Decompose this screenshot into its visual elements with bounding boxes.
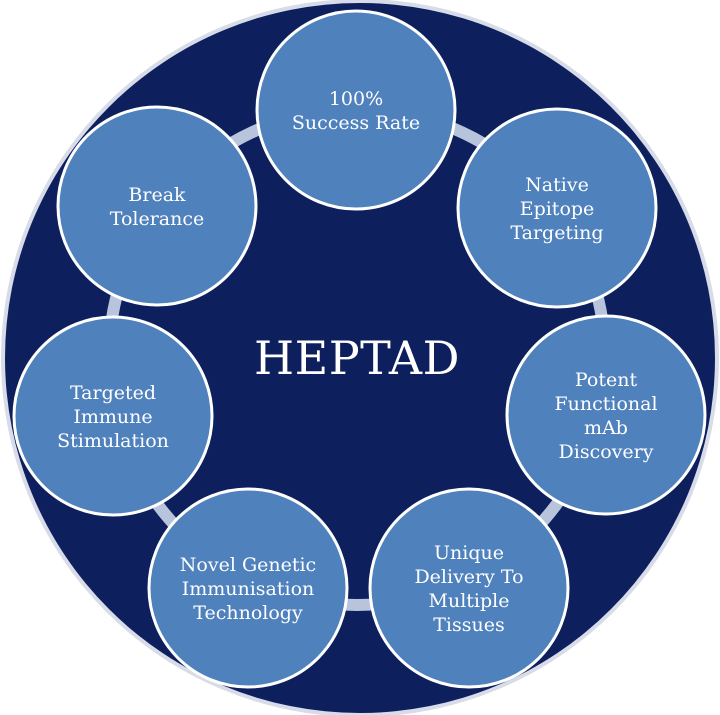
cycle-node-label: Multiple	[429, 590, 510, 612]
cycle-node-label: Targeting	[510, 222, 603, 244]
cycle-node-circle	[56, 105, 258, 307]
cycle-node-label: mAb	[584, 417, 628, 439]
cycle-node-label: Discovery	[559, 441, 654, 463]
cycle-node-label: Potent	[575, 369, 638, 391]
cycle-node-circle	[505, 314, 707, 516]
cycle-node-label: Technology	[193, 602, 303, 624]
cycle-node-label: Novel Genetic	[180, 554, 316, 576]
cycle-node-label: Tolerance	[110, 208, 205, 230]
cycle-node-label: Targeted	[70, 382, 156, 404]
cycle-node-label: Delivery To	[414, 566, 523, 588]
nodes-layer: 100%Success RateNativeEpitopeTargetingPo…	[12, 9, 707, 689]
cycle-node-label: Break	[128, 184, 186, 206]
center-title: HEPTAD	[254, 331, 460, 385]
cycle-node-label: 100%	[329, 88, 383, 110]
cycle-node-circle	[368, 487, 570, 689]
cycle-node-label: Success Rate	[292, 112, 420, 134]
cycle-node-label: Unique	[434, 542, 504, 564]
cycle-node-label: Stimulation	[57, 430, 169, 452]
cycle-node-label: Epitope	[520, 198, 595, 220]
cycle-node-label: Tissues	[433, 614, 504, 636]
cycle-node-label: Native	[525, 174, 589, 196]
cycle-node-circle	[147, 487, 349, 689]
cycle-node-circle	[255, 9, 457, 211]
cycle-node-circle	[456, 107, 658, 309]
cycle-node-label: Immunisation	[182, 578, 315, 600]
cycle-node-label: Functional	[554, 393, 657, 415]
cycle-node-circle	[12, 315, 214, 517]
cycle-node-label: Immune	[73, 406, 152, 428]
cycle-node: 100%Success Rate	[255, 9, 457, 211]
